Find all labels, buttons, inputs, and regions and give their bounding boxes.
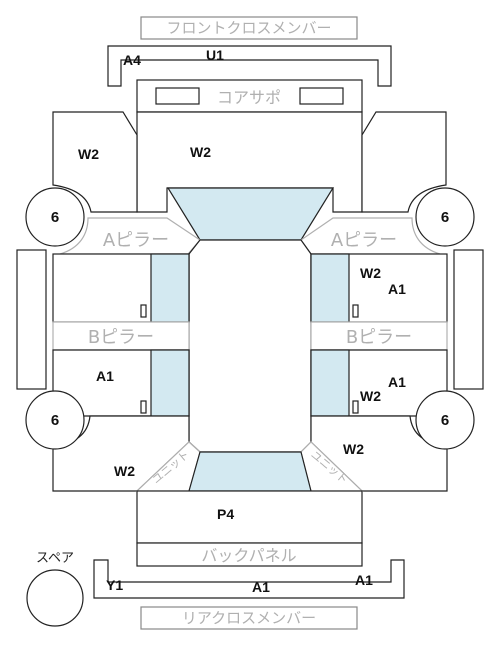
- front-left-tire-number: 6: [51, 209, 59, 226]
- front-right-fender[interactable]: [361, 111, 447, 213]
- rear-window[interactable]: [188, 451, 312, 492]
- front-cross-member[interactable]: フロントクロスメンバー: [140, 16, 358, 40]
- trunk-code: P4: [217, 506, 234, 522]
- rear-bumper[interactable]: [93, 559, 405, 599]
- right-rear-door[interactable]: [310, 349, 448, 417]
- rear-cross-member-label: リアクロスメンバー: [182, 609, 316, 627]
- left-rear-door-code: A1: [96, 368, 114, 384]
- front-right-tire[interactable]: 6: [415, 187, 475, 247]
- spare-tire[interactable]: [26, 569, 84, 627]
- right-rear-door-code-w2: W2: [360, 388, 381, 404]
- spare-tire-label: スペア: [36, 551, 74, 566]
- roof[interactable]: [188, 239, 312, 453]
- front-bumper-code-u1: U1: [206, 47, 224, 63]
- right-rear-quarter-code: W2: [343, 441, 364, 457]
- front-left-tire[interactable]: 6: [25, 187, 85, 247]
- front-bumper[interactable]: [107, 45, 392, 87]
- hood-code: W2: [190, 144, 211, 160]
- right-front-door-code-w2: W2: [360, 265, 381, 281]
- rear-right-tire-number: 6: [441, 412, 449, 429]
- front-bumper-code-a4: A4: [123, 52, 141, 68]
- rear-right-tire[interactable]: 6: [415, 390, 475, 450]
- front-right-tire-number: 6: [441, 209, 449, 226]
- b-pillar-right[interactable]: Bピラー: [310, 321, 448, 351]
- rear-bumper-code-a1-center: A1: [252, 579, 270, 595]
- left-side-molding[interactable]: [16, 249, 47, 390]
- right-rear-door-code-a1: A1: [388, 374, 406, 390]
- trunk[interactable]: [136, 490, 363, 544]
- a-pillar-left[interactable]: Aピラー: [59, 217, 201, 255]
- windshield[interactable]: [166, 187, 335, 241]
- back-panel-label: バックパネル: [201, 546, 296, 565]
- b-pillar-left-label: Bピラー: [88, 327, 154, 348]
- a-pillar-left-label: Aピラー: [103, 230, 169, 251]
- front-left-fender-code: W2: [78, 146, 99, 162]
- right-side-molding[interactable]: [453, 249, 484, 390]
- rear-cross-member[interactable]: リアクロスメンバー: [140, 606, 358, 630]
- back-panel[interactable]: バックパネル: [136, 542, 363, 567]
- rear-left-tire-number: 6: [51, 412, 59, 429]
- a-pillar-right[interactable]: Aピラー: [300, 217, 441, 255]
- left-front-door[interactable]: [52, 253, 190, 323]
- rear-left-tire[interactable]: 6: [25, 390, 85, 450]
- b-pillar-right-label: Bピラー: [346, 327, 412, 348]
- core-support[interactable]: コアサポ: [136, 79, 363, 113]
- left-rear-quarter-code: W2: [114, 463, 135, 479]
- b-pillar-left[interactable]: Bピラー: [52, 321, 190, 351]
- right-front-door-code-a1: A1: [388, 281, 406, 297]
- rear-bumper-code-y1: Y1: [106, 577, 123, 593]
- rear-bumper-code-a1-right: A1: [355, 572, 373, 588]
- a-pillar-right-label: Aピラー: [331, 230, 397, 251]
- front-cross-member-label: フロントクロスメンバー: [166, 19, 331, 37]
- core-support-label: コアサポ: [217, 88, 281, 107]
- right-front-door[interactable]: [310, 253, 448, 323]
- front-left-fender[interactable]: [52, 111, 138, 213]
- left-rear-door[interactable]: [52, 349, 190, 417]
